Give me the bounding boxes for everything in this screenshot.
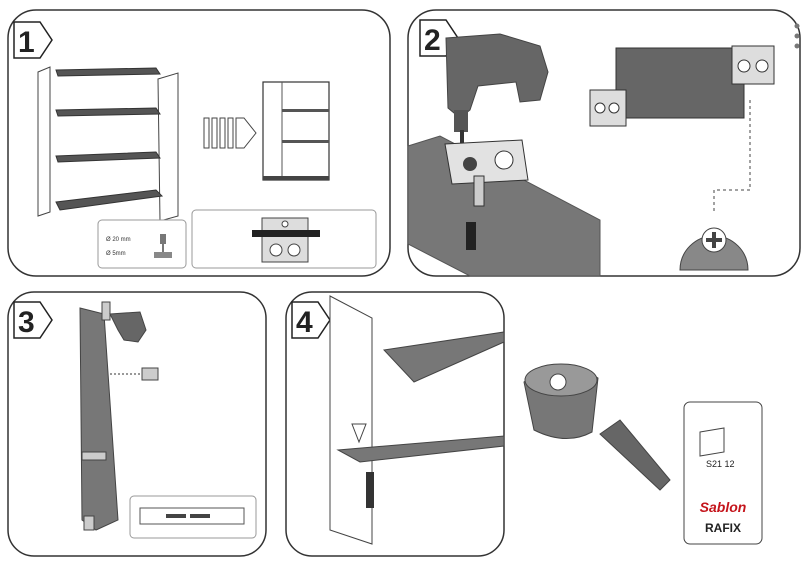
brand-logo: Sablon	[700, 499, 747, 515]
rafix-connector-icon	[524, 364, 598, 439]
step-2-panel: 2	[408, 10, 800, 276]
screw-icon	[600, 420, 670, 490]
step-1-panel: 1 Ø 20 mm	[8, 10, 390, 276]
drill-size-20-label: Ø 20 mm	[106, 237, 131, 243]
assembled-cabinet	[263, 82, 329, 180]
dowel-screw-icon	[142, 368, 158, 380]
more-vertical-icon[interactable]	[795, 24, 800, 49]
step-1-number: 1	[18, 26, 35, 59]
step-4-number: 4	[296, 306, 313, 339]
manual-icon	[700, 428, 724, 456]
product-model: RAFIX	[705, 521, 741, 535]
product-label: S21 12 Sablon RAFIX	[684, 402, 762, 544]
step-3-number: 3	[18, 306, 35, 339]
upright-panel	[330, 296, 372, 544]
drill-spec-card: Ø 20 mm Ø 5mm	[98, 220, 186, 268]
drilling-jig-card	[192, 210, 376, 268]
product-code: S21 12	[706, 459, 735, 469]
screwdriver-icon	[366, 472, 374, 508]
step-3-panel: 3	[8, 292, 266, 556]
assembly-arrow	[204, 118, 256, 148]
step-2-number: 2	[424, 24, 441, 57]
drill-size-5-label: Ø 5mm	[106, 251, 126, 257]
mounting-strip-card	[130, 496, 256, 538]
step-4-panel: 4	[286, 292, 504, 556]
